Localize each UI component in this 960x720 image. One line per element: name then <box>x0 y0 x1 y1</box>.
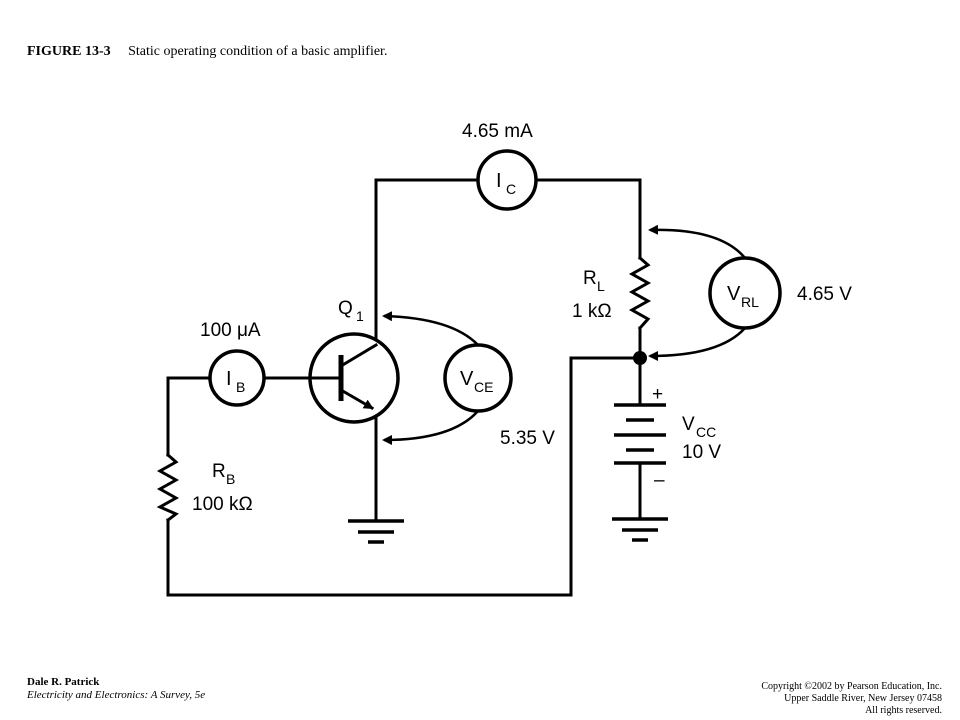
load-resistor-symbol: R <box>583 268 597 289</box>
ic-meter-subscript: C <box>506 181 516 197</box>
ib-meter-subscript: B <box>236 379 245 395</box>
supply-battery <box>614 403 666 465</box>
figure-title: Static operating condition of a basic am… <box>128 44 388 59</box>
vrl-probe-bottom-arrow <box>648 327 746 361</box>
load-resistor-value: 1 kΩ <box>572 301 612 322</box>
vce-meter-subscript: CE <box>474 379 493 395</box>
footer-author: Dale R. Patrick <box>27 676 100 688</box>
vce-value: 5.35 V <box>500 428 555 449</box>
ground-symbol-emitter <box>348 519 404 544</box>
ground-symbol-supply <box>612 517 668 542</box>
copyright-line-1: Copyright ©2002 by Pearson Education, In… <box>761 681 942 692</box>
load-resistor <box>628 255 652 331</box>
circuit-wires <box>166 178 647 597</box>
vce-probe-emitter-arrow <box>382 410 479 445</box>
footer-copyright: Copyright ©2002 by Pearson Education, In… <box>761 681 942 717</box>
collector-current-meter: I C <box>476 149 538 211</box>
figure-caption: FIGURE 13-3 Static operating condition o… <box>27 44 387 60</box>
supply-symbol: V <box>682 414 695 435</box>
copyright-line-2: Upper Saddle River, New Jersey 07458 <box>784 693 942 704</box>
collector-current-value: 4.65 mA <box>462 121 533 142</box>
vce-probe-collector-arrow <box>382 311 479 346</box>
vrl-probe-top-arrow <box>648 224 746 259</box>
vrl-meter: V RL <box>708 256 782 330</box>
base-resistor-symbol: R <box>212 461 226 482</box>
supply-plus-sign: + <box>652 384 663 405</box>
vce-meter-symbol: V <box>460 368 474 390</box>
transistor-subscript: 1 <box>356 308 364 324</box>
vce-meter: V CE <box>443 343 513 413</box>
supply-minus-sign: – <box>654 470 665 491</box>
copyright-line-3: All rights reserved. <box>865 705 942 716</box>
load-resistor-subscript: L <box>597 278 605 294</box>
footer-book-title: Electricity and Electronics: A Survey, 5… <box>27 689 206 701</box>
supply-value: 10 V <box>682 442 721 463</box>
vrl-meter-subscript: RL <box>741 294 759 310</box>
base-current-meter: I B <box>208 349 266 407</box>
vrl-meter-symbol: V <box>727 283 741 305</box>
ib-meter-symbol: I <box>226 368 232 390</box>
base-resistor-value: 100 kΩ <box>192 494 253 515</box>
supply-subscript: CC <box>696 424 716 440</box>
transistor-q1 <box>308 332 400 424</box>
base-resistor <box>156 452 180 523</box>
base-resistor-subscript: B <box>226 471 235 487</box>
base-current-value: 100 μA <box>200 320 261 341</box>
figure-number: FIGURE 13-3 <box>27 44 111 59</box>
transistor-symbol: Q <box>338 298 353 319</box>
ic-meter-symbol: I <box>496 170 502 192</box>
vrl-value: 4.65 V <box>797 284 852 305</box>
junction-node <box>633 351 647 365</box>
footer-attribution: Dale R. Patrick Electricity and Electron… <box>27 676 205 702</box>
